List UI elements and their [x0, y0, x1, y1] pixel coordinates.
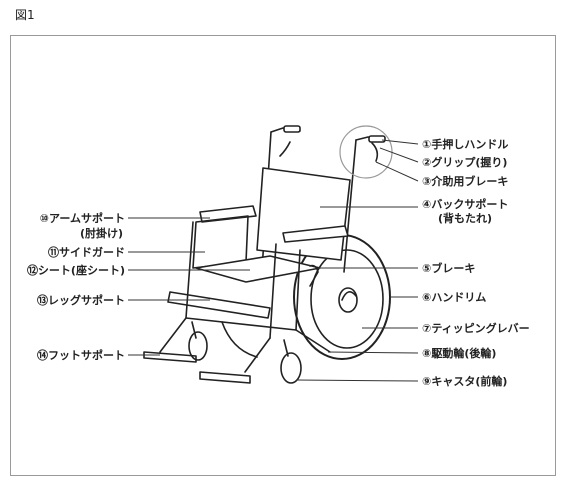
label-side-guard: ⑪サイドガード — [48, 246, 125, 259]
label-arm-support-sub: (肘掛け) — [79, 227, 123, 240]
leg-rest-right — [244, 337, 271, 373]
front-post-right — [269, 243, 277, 339]
figure-title: 図1 — [15, 8, 35, 22]
label-brake: ⑤ブレーキ — [422, 262, 476, 275]
attendant-brake-lever — [371, 142, 379, 162]
hub-detail — [341, 291, 357, 301]
leader-2 — [379, 147, 419, 163]
label-caster: ⑨キャスタ(前輪) — [422, 375, 508, 388]
label-seat: ⑫シート(座シート) — [26, 264, 125, 277]
tipping-lever — [295, 329, 331, 353]
far-wheel — [221, 321, 258, 358]
label-arm-support: ⑩アームサポート — [39, 212, 125, 225]
footrest-left — [143, 351, 197, 363]
lower-frame — [185, 317, 297, 331]
seat — [195, 255, 321, 283]
label-back-support: ④バックサポート — [422, 198, 509, 211]
caster-left — [188, 331, 208, 361]
grip-right — [368, 135, 386, 143]
armrest-right — [282, 225, 349, 243]
label-tipping-lever: ⑦ティッピングレバー — [422, 322, 530, 335]
diagram-frame — [10, 35, 556, 476]
back-post-right — [343, 139, 357, 273]
footrest-right — [199, 371, 251, 384]
label-push-handle: ①手押しハンドル — [422, 138, 509, 151]
label-hand-rim: ⑥ハンドリム — [422, 291, 487, 304]
handle-highlight-circle — [339, 125, 393, 179]
label-drive-wheel: ⑧駆動輪(後輪) — [422, 347, 497, 360]
armrest-left — [199, 205, 257, 223]
wheel-hub — [338, 287, 358, 313]
leg-rest-left — [159, 317, 187, 353]
label-grip: ②グリップ(握り) — [422, 156, 508, 169]
label-back-support-sub: (背もたれ) — [438, 212, 493, 225]
side-frame — [295, 249, 301, 331]
leader-8 — [327, 351, 419, 354]
grip-left — [283, 125, 301, 133]
leg-support-band — [167, 291, 271, 319]
caster-fork-left — [191, 321, 197, 339]
caster-right — [280, 352, 302, 384]
leader-9 — [295, 379, 419, 382]
label-attendant-brake: ③介助用ブレーキ — [422, 175, 509, 188]
label-leg-support: ⑬レッグサポート — [37, 294, 125, 307]
wheel-brake — [309, 264, 319, 287]
label-foot-support: ⑭フットサポート — [37, 349, 125, 362]
leader-3 — [375, 161, 419, 182]
leader-lines — [128, 139, 419, 382]
leader-1 — [381, 139, 419, 145]
left-brake-lever — [279, 141, 291, 157]
hand-rim — [310, 249, 384, 349]
back-support-panel — [256, 167, 351, 261]
